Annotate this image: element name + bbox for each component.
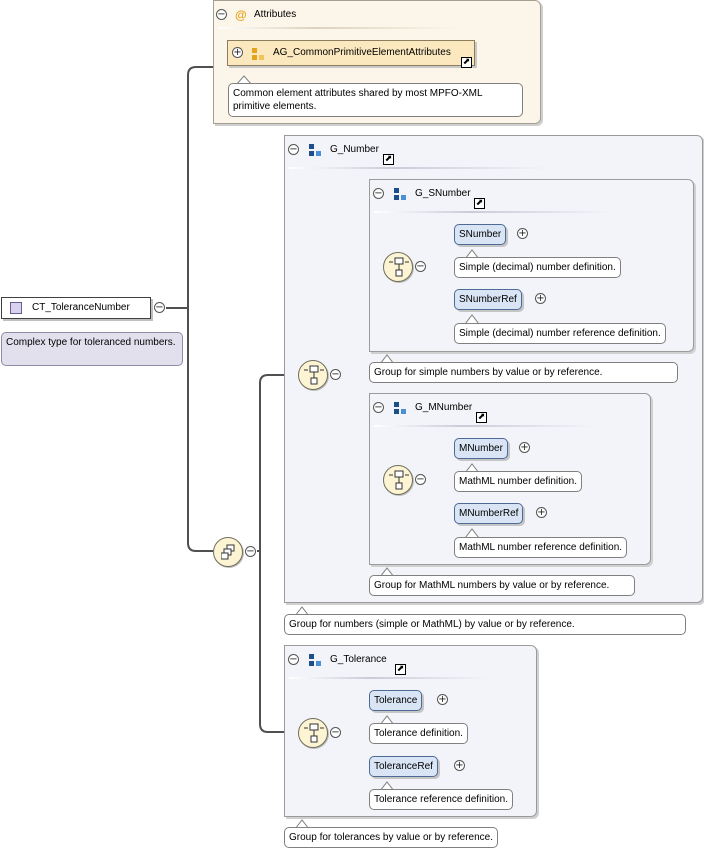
attribute-at-icon: @ (235, 8, 247, 22)
complex-type-icon (10, 302, 22, 314)
g-mnumber-group-icon (394, 402, 406, 414)
attribute-group-expand-button[interactable]: + (232, 47, 243, 58)
g-mnumber-separator (374, 425, 594, 427)
g-tolerance-separator (289, 677, 489, 679)
element-mnumber-doc: MathML number definition. (454, 471, 583, 492)
g-number-choice-collapse-button[interactable]: − (330, 369, 341, 380)
g-snumber-choice-collapse-button[interactable]: − (415, 261, 426, 272)
complex-type-doc: Complex type for toleranced numbers. (1, 332, 183, 366)
sequence-icon (221, 544, 235, 560)
choice-icon (389, 257, 409, 277)
element-mnumberref[interactable]: MNumberRef (454, 503, 524, 524)
attributes-title: Attributes (254, 9, 297, 20)
complex-type-box[interactable]: CT_ToleranceNumber (1, 297, 151, 319)
attributes-doc: Common element attributes shared by most… (228, 83, 523, 117)
g-mnumber-doc: Group for MathML numbers by value or by … (369, 575, 635, 596)
g-mnumber-collapse-button[interactable]: − (373, 402, 384, 413)
element-toleranceref-expand-button[interactable]: + (454, 760, 465, 771)
g-number-separator (289, 167, 549, 169)
tolerance-doc-pointer (379, 715, 395, 725)
element-snumber[interactable]: SNumber (454, 224, 507, 245)
g-mnumber-name: G_MNumber (415, 402, 473, 413)
attribute-group-link-icon[interactable]: ⬈ (461, 57, 472, 68)
g-number-choice-compositor[interactable] (298, 360, 328, 390)
sequence-collapse-button[interactable]: − (245, 546, 256, 557)
element-mnumber-expand-button[interactable]: + (519, 442, 530, 453)
g-snumber-name: G_SNumber (415, 188, 471, 199)
sequence-compositor[interactable] (213, 537, 243, 567)
g-snumber-link-icon[interactable]: ⬈ (474, 198, 485, 209)
g-mnumber-doc-pointer (379, 567, 395, 577)
attribute-group-ref[interactable]: + AG_CommonPrimitiveElementAttributes ⬈ (227, 40, 475, 68)
complex-type-name: CT_ToleranceNumber (32, 302, 130, 313)
mnumber-doc-pointer (464, 463, 480, 473)
g-tolerance-choice-collapse-button[interactable]: − (330, 727, 341, 738)
element-mnumberref-doc: MathML number reference definition. (454, 537, 628, 558)
g-snumber-group-icon (394, 188, 406, 200)
g-tolerance-name: G_Tolerance (330, 654, 387, 665)
attributes-doc-pointer (235, 75, 253, 85)
element-mnumber[interactable]: MNumber (454, 438, 508, 459)
attributes-box: − @ Attributes + AG_CommonPrimitiveEleme… (213, 0, 541, 124)
g-number-link-icon[interactable]: ⬈ (383, 154, 394, 165)
g-snumber-doc-pointer (379, 354, 395, 364)
complex-type-collapse-button[interactable]: − (154, 302, 165, 313)
element-snumberref-doc: Simple (decimal) number reference defini… (454, 323, 666, 344)
element-toleranceref[interactable]: ToleranceRef (369, 756, 438, 777)
mnumberref-doc-pointer (464, 528, 480, 538)
g-number-name: G_Number (330, 144, 379, 155)
choice-icon (304, 723, 324, 743)
g-tolerance-group-icon (309, 654, 321, 666)
toleranceref-doc-pointer (379, 781, 395, 791)
g-mnumber-link-icon[interactable]: ⬈ (476, 412, 487, 423)
g-tolerance-collapse-button[interactable]: − (288, 654, 299, 665)
snumber-doc-pointer (464, 249, 480, 259)
element-mnumberref-expand-button[interactable]: + (536, 507, 547, 518)
g-number-doc-pointer (294, 606, 310, 616)
g-number-collapse-button[interactable]: − (288, 144, 299, 155)
g-snumber-separator (374, 211, 614, 213)
g-tolerance-link-icon[interactable]: ⬈ (395, 664, 406, 675)
g-number-group-icon (309, 144, 321, 156)
g-tolerance-doc: Group for tolerances by value or by refe… (284, 827, 498, 848)
g-number-doc: Group for numbers (simple or MathML) by … (284, 614, 686, 635)
attributes-separator (218, 27, 458, 29)
element-snumber-expand-button[interactable]: + (517, 228, 528, 239)
attribute-group-name: AG_CommonPrimitiveElementAttributes (273, 47, 451, 58)
g-snumber-collapse-button[interactable]: − (373, 188, 384, 199)
choice-icon (304, 365, 324, 385)
g-mnumber-choice-compositor[interactable] (383, 465, 413, 495)
g-tolerance-doc-pointer (294, 819, 310, 829)
g-snumber-choice-compositor[interactable] (383, 252, 413, 282)
element-toleranceref-doc: Tolerance reference definition. (369, 789, 513, 810)
choice-icon (389, 470, 409, 490)
element-snumber-doc: Simple (decimal) number definition. (454, 257, 621, 278)
attributes-collapse-button[interactable]: − (216, 9, 227, 20)
g-snumber-doc: Group for simple numbers by value or by … (369, 362, 678, 383)
element-snumberref[interactable]: SNumberRef (454, 289, 522, 310)
element-tolerance-expand-button[interactable]: + (437, 694, 448, 705)
attribute-group-icon (252, 48, 264, 60)
snumberref-doc-pointer (464, 314, 480, 324)
element-tolerance[interactable]: Tolerance (369, 690, 423, 711)
g-tolerance-choice-compositor[interactable] (298, 718, 328, 748)
element-tolerance-doc: Tolerance definition. (369, 723, 468, 744)
element-snumberref-expand-button[interactable]: + (535, 293, 546, 304)
g-mnumber-choice-collapse-button[interactable]: − (415, 474, 426, 485)
